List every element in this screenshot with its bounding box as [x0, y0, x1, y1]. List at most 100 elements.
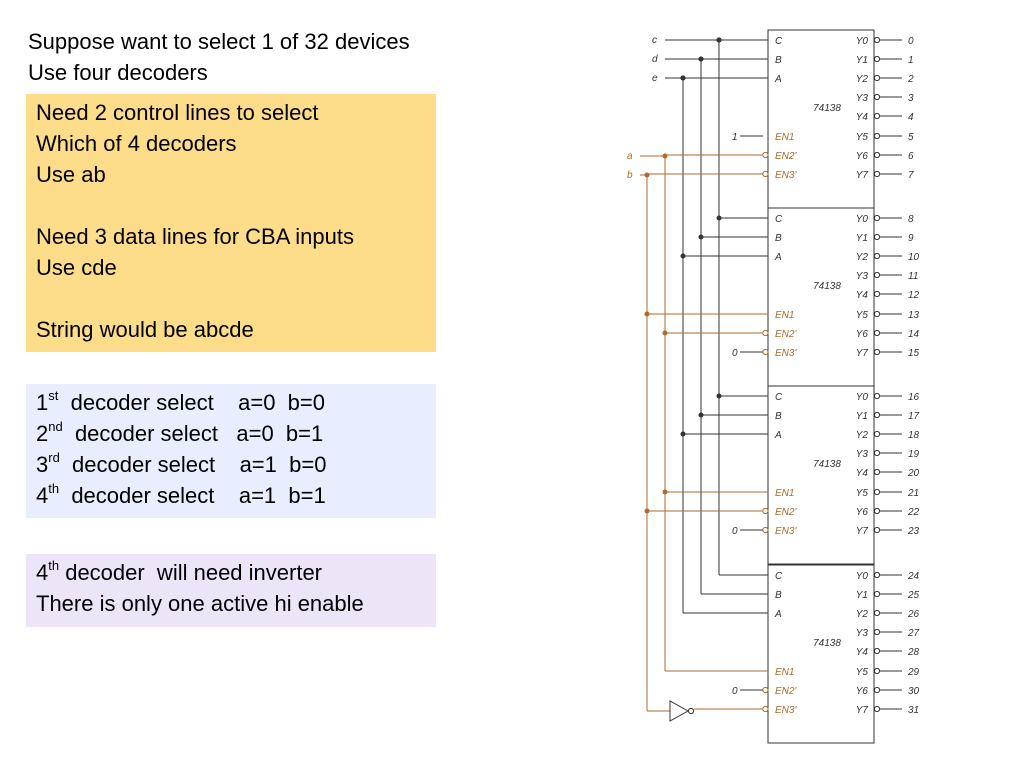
pin-label-y5: Y5 [856, 488, 869, 499]
output-number: 24 [907, 571, 920, 582]
control-line-6: String would be abcde [36, 317, 254, 342]
output-number: 29 [907, 667, 920, 678]
input-label-a: a [627, 151, 633, 162]
inversion-bubble [873, 151, 881, 159]
inversion-bubble [762, 348, 769, 356]
pin-label-y5: Y5 [856, 310, 869, 321]
pin-label-en3n: EN3' [775, 170, 797, 181]
pin-label-en3n: EN3' [775, 705, 797, 716]
inversion-bubble [873, 170, 881, 178]
output-number: 0 [908, 36, 914, 47]
inversion-bubble [762, 507, 769, 515]
output-number: 1 [908, 55, 914, 66]
decoder-chip-1 [767, 29, 875, 209]
pin-label-c: C [775, 214, 783, 225]
inversion-bubble [873, 214, 881, 222]
control-line-4: Need 3 data lines for CBA inputs [36, 224, 354, 249]
pin-label-y6: Y6 [856, 507, 869, 518]
inverter-note-box: 4th decoder will need inverter There is … [26, 554, 436, 627]
output-number: 9 [908, 233, 914, 244]
inversion-bubble [762, 329, 769, 337]
pin-label-y3: Y3 [856, 93, 869, 104]
output-number: 23 [907, 526, 920, 537]
output-number: 15 [908, 348, 920, 359]
decoder-chip-4 [767, 564, 875, 744]
output-number: 31 [908, 705, 919, 716]
inversion-bubble [873, 348, 881, 356]
constant-label-0: 0 [732, 348, 738, 359]
intro-text: Suppose want to select 1 of 32 devices U… [28, 26, 410, 88]
constant-label-1: 1 [732, 132, 738, 143]
output-number: 3 [908, 93, 914, 104]
pin-label-y3: Y3 [856, 449, 869, 460]
output-number: 30 [908, 686, 920, 697]
inversion-bubble [873, 252, 881, 260]
pin-label-y0: Y0 [856, 571, 869, 582]
pin-label-en3n: EN3' [775, 526, 797, 537]
chip-label: 74138 [813, 281, 841, 292]
inversion-bubble [873, 392, 881, 400]
output-number: 17 [908, 411, 920, 422]
constant-label-0: 0 [732, 686, 738, 697]
inversion-bubble [762, 526, 769, 534]
control-line-5: Use cde [36, 255, 117, 280]
chip-label: 74138 [813, 103, 841, 114]
inversion-bubble [873, 271, 881, 279]
inversion-bubble [873, 36, 881, 44]
pin-label-y1: Y1 [856, 590, 868, 601]
output-number: 12 [908, 290, 920, 301]
inversion-bubble [687, 707, 695, 715]
inversion-bubble [873, 112, 881, 120]
output-number: 22 [907, 507, 920, 518]
inverter-line-2: There is only one active hi enable [36, 591, 364, 616]
output-number: 19 [908, 449, 920, 460]
pin-label-b: B [775, 590, 782, 601]
control-line-1: Need 2 control lines to select [36, 100, 319, 125]
pin-label-y2: Y2 [856, 252, 869, 263]
pin-label-y1: Y1 [856, 55, 868, 66]
input-label-e: e [652, 73, 658, 84]
inversion-bubble [873, 132, 881, 140]
pin-label-en2n: EN2' [775, 329, 797, 340]
output-number: 20 [907, 468, 920, 479]
pin-label-y6: Y6 [856, 151, 869, 162]
pin-label-en1: EN1 [775, 132, 794, 143]
constant-label-0: 0 [732, 526, 738, 537]
output-number: 21 [907, 488, 919, 499]
inversion-bubble [873, 233, 881, 241]
output-number: 16 [908, 392, 920, 403]
output-number: 6 [908, 151, 914, 162]
pin-label-y6: Y6 [856, 686, 869, 697]
inversion-bubble [873, 488, 881, 496]
select-row-3: 3rd decoder select a=1 b=0 [36, 449, 327, 477]
pin-label-y7: Y7 [856, 348, 869, 359]
pin-label-y2: Y2 [856, 430, 869, 441]
pin-label-a: A [774, 430, 782, 441]
pin-label-c: C [775, 392, 783, 403]
pin-label-en1: EN1 [775, 667, 794, 678]
inversion-bubble [873, 55, 881, 63]
output-number: 2 [907, 74, 914, 85]
inversion-bubble [873, 507, 881, 515]
output-number: 4 [908, 112, 914, 123]
pin-label-y2: Y2 [856, 609, 869, 620]
inversion-bubble [873, 571, 881, 579]
output-number: 26 [907, 609, 920, 620]
select-row-4: 4th decoder select a=1 b=1 [36, 480, 326, 508]
pin-label-y0: Y0 [856, 392, 869, 403]
pin-label-en2n: EN2' [775, 151, 797, 162]
inversion-bubble [873, 74, 881, 82]
inversion-bubble [762, 705, 769, 713]
pin-label-y4: Y4 [856, 468, 869, 479]
output-number: 7 [908, 170, 914, 181]
pin-label-y2: Y2 [856, 74, 869, 85]
control-line-3: Use ab [36, 162, 106, 187]
inversion-bubble [873, 310, 881, 318]
pin-label-b: B [775, 233, 782, 244]
inverter-line-1: 4th decoder will need inverter [36, 557, 323, 585]
output-number: 27 [907, 628, 920, 639]
inversion-bubble [873, 526, 881, 534]
pin-label-y3: Y3 [856, 271, 869, 282]
inversion-bubble [873, 590, 881, 598]
